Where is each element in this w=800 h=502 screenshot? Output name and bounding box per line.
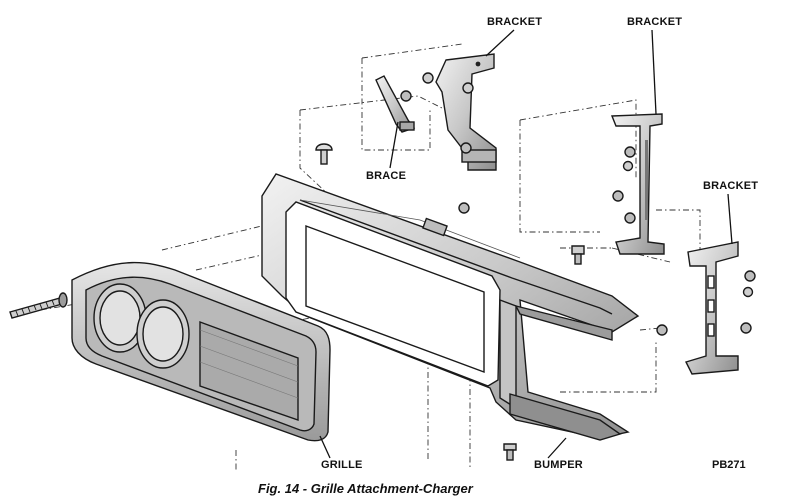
label-brace: BRACE bbox=[366, 170, 407, 182]
label-bracket-right: BRACKET bbox=[703, 180, 759, 192]
grille bbox=[71, 261, 331, 442]
bracket-top bbox=[435, 53, 497, 171]
label-bracket-upper-right: BRACKET bbox=[627, 16, 683, 28]
brace bbox=[375, 75, 416, 133]
figure-caption: Fig. 14 - Grille Attachment-Charger bbox=[258, 481, 473, 496]
leader-lines bbox=[319, 29, 733, 459]
bracket-upper-right bbox=[610, 113, 665, 255]
label-bracket-top: BRACKET bbox=[487, 16, 543, 28]
bumper-panel bbox=[261, 173, 640, 441]
screw bbox=[9, 292, 68, 319]
fasteners bbox=[315, 72, 756, 461]
figure-code: PB271 bbox=[712, 459, 746, 471]
bracket-right bbox=[685, 241, 739, 375]
label-bumper: BUMPER bbox=[534, 459, 583, 471]
label-grille: GRILLE bbox=[321, 459, 363, 471]
